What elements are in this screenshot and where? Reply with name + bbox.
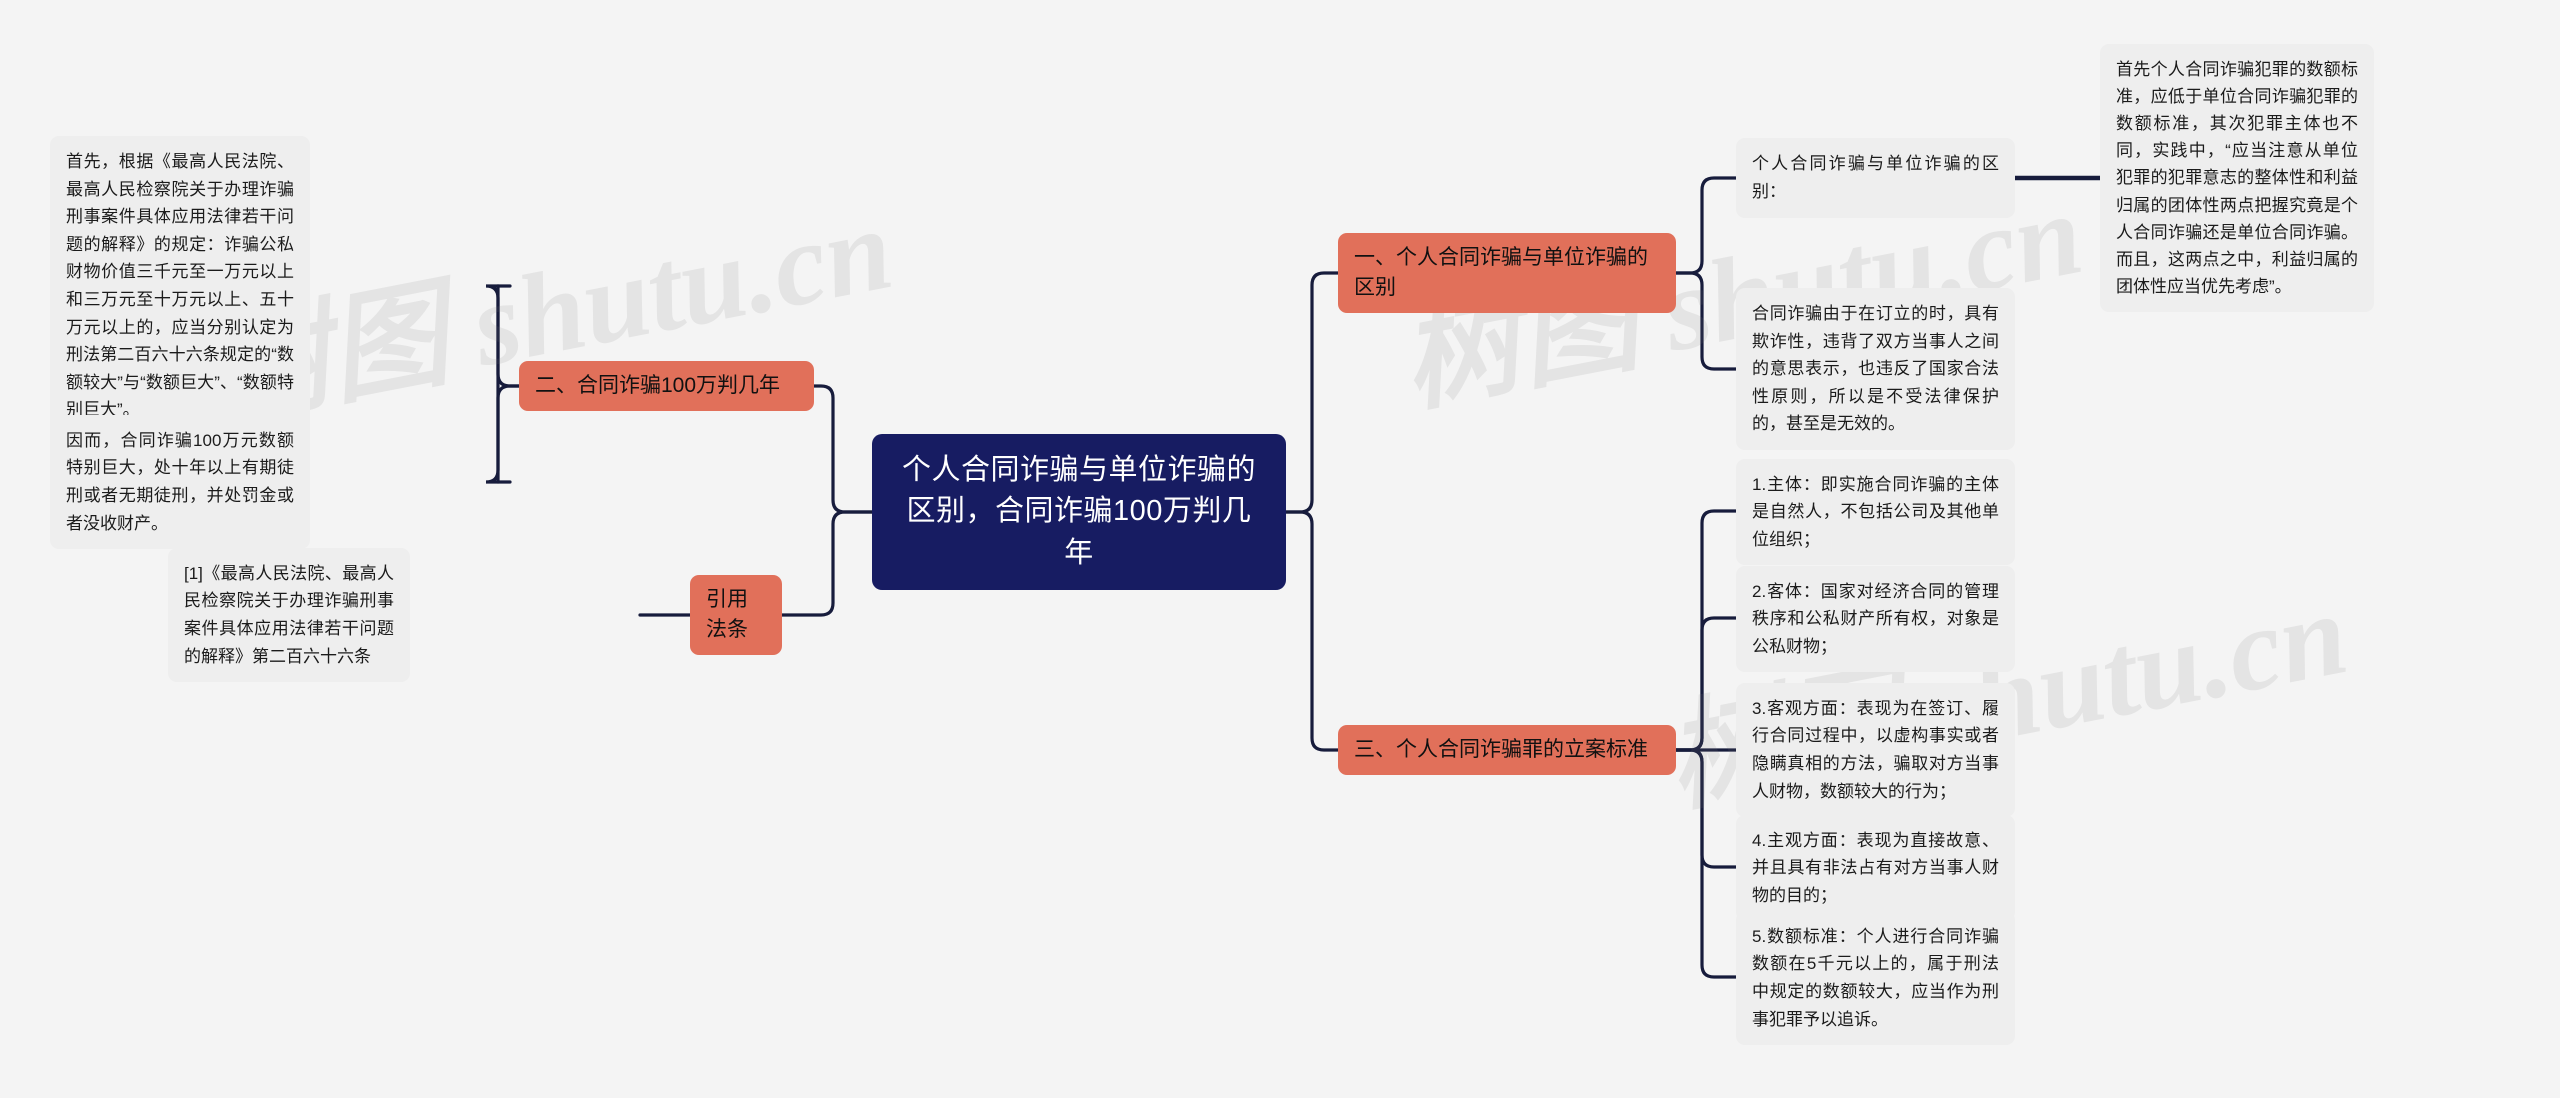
leaf-node-right-1-1-text: 首先个人合同诈骗犯罪的数额标准，应低于单位合同诈骗犯罪的数额标准，其次犯罪主体也… (2100, 43, 2374, 313)
leaf-node-right-1-text: 个人合同诈骗与单位诈骗的区别： (1736, 138, 2015, 218)
leaf-node-right-6[interactable]: 4.主观方面：表现为直接故意、并且具有非法占有对方当事人财物的目的； (1736, 814, 2015, 922)
leaf-node-right-1[interactable]: 个人合同诈骗与单位诈骗的区别： (1736, 138, 2015, 218)
leaf-node-left-2-text: 因而，合同诈骗100万元数额特别巨大，处十年以上有期徒刑或者无期徒刑，并处罚金或… (50, 414, 310, 550)
branch-node-1[interactable]: 一、个人合同诈骗与单位诈骗的区别 (1338, 232, 1676, 314)
leaf-node-right-2-text: 合同诈骗由于在订立的时，具有欺诈性，违背了双方当事人之间的意思表示，也违反了国家… (1736, 288, 2015, 450)
branch-node-3-label: 三、个人合同诈骗罪的立案标准 (1338, 724, 1676, 776)
leaf-node-right-6-text: 4.主观方面：表现为直接故意、并且具有非法占有对方当事人财物的目的； (1736, 814, 2015, 922)
leaf-node-left-1[interactable]: 首先，根据《最高人民法院、最高人民检察院关于办理诈骗刑事案件具体应用法律若干问题… (50, 136, 310, 436)
branch-node-citation-label: 引用法条 (690, 574, 782, 656)
leaf-node-right-4[interactable]: 2.客体：国家对经济合同的管理秩序和公私财产所有权，对象是公私财物； (1736, 565, 2015, 673)
leaf-node-right-4-text: 2.客体：国家对经济合同的管理秩序和公私财产所有权，对象是公私财物； (1736, 565, 2015, 673)
root-node-label: 个人合同诈骗与单位诈骗的区别，合同诈骗100万判几年 (872, 434, 1286, 590)
leaf-node-right-5[interactable]: 3.客观方面：表现为在签订、履行合同过程中，以虚构事实或者隐瞒真相的方法，骗取对… (1736, 682, 2015, 818)
leaf-node-left-2[interactable]: 因而，合同诈骗100万元数额特别巨大，处十年以上有期徒刑或者无期徒刑，并处罚金或… (50, 414, 310, 550)
leaf-node-right-2[interactable]: 合同诈骗由于在订立的时，具有欺诈性，违背了双方当事人之间的意思表示，也违反了国家… (1736, 288, 2015, 450)
leaf-node-left-1-text: 首先，根据《最高人民法院、最高人民检察院关于办理诈骗刑事案件具体应用法律若干问题… (50, 136, 310, 436)
leaf-node-right-3[interactable]: 1.主体：即实施合同诈骗的主体是自然人，不包括公司及其他单位组织； (1736, 458, 2015, 566)
leaf-node-right-7-text: 5.数额标准：个人进行合同诈骗数额在5千元以上的，属于刑法中规定的数额较大，应当… (1736, 910, 2015, 1046)
branch-node-2[interactable]: 二、合同诈骗100万判几年 (519, 360, 814, 412)
leaf-node-right-5-text: 3.客观方面：表现为在签订、履行合同过程中，以虚构事实或者隐瞒真相的方法，骗取对… (1736, 682, 2015, 818)
leaf-node-left-3-text: [1]《最高人民法院、最高人民检察院关于办理诈骗刑事案件具体应用法律若干问题的解… (168, 547, 410, 683)
branch-node-1-label: 一、个人合同诈骗与单位诈骗的区别 (1338, 232, 1676, 314)
branch-node-2-label: 二、合同诈骗100万判几年 (519, 360, 814, 412)
leaf-node-right-1-1[interactable]: 首先个人合同诈骗犯罪的数额标准，应低于单位合同诈骗犯罪的数额标准，其次犯罪主体也… (2100, 43, 2374, 313)
branch-node-3[interactable]: 三、个人合同诈骗罪的立案标准 (1338, 724, 1676, 776)
leaf-node-right-7[interactable]: 5.数额标准：个人进行合同诈骗数额在5千元以上的，属于刑法中规定的数额较大，应当… (1736, 910, 2015, 1046)
root-node[interactable]: 个人合同诈骗与单位诈骗的区别，合同诈骗100万判几年 (872, 434, 1286, 590)
branch-node-citation[interactable]: 引用法条 (690, 574, 782, 656)
leaf-node-left-3[interactable]: [1]《最高人民法院、最高人民检察院关于办理诈骗刑事案件具体应用法律若干问题的解… (168, 547, 410, 683)
leaf-node-right-3-text: 1.主体：即实施合同诈骗的主体是自然人，不包括公司及其他单位组织； (1736, 458, 2015, 566)
